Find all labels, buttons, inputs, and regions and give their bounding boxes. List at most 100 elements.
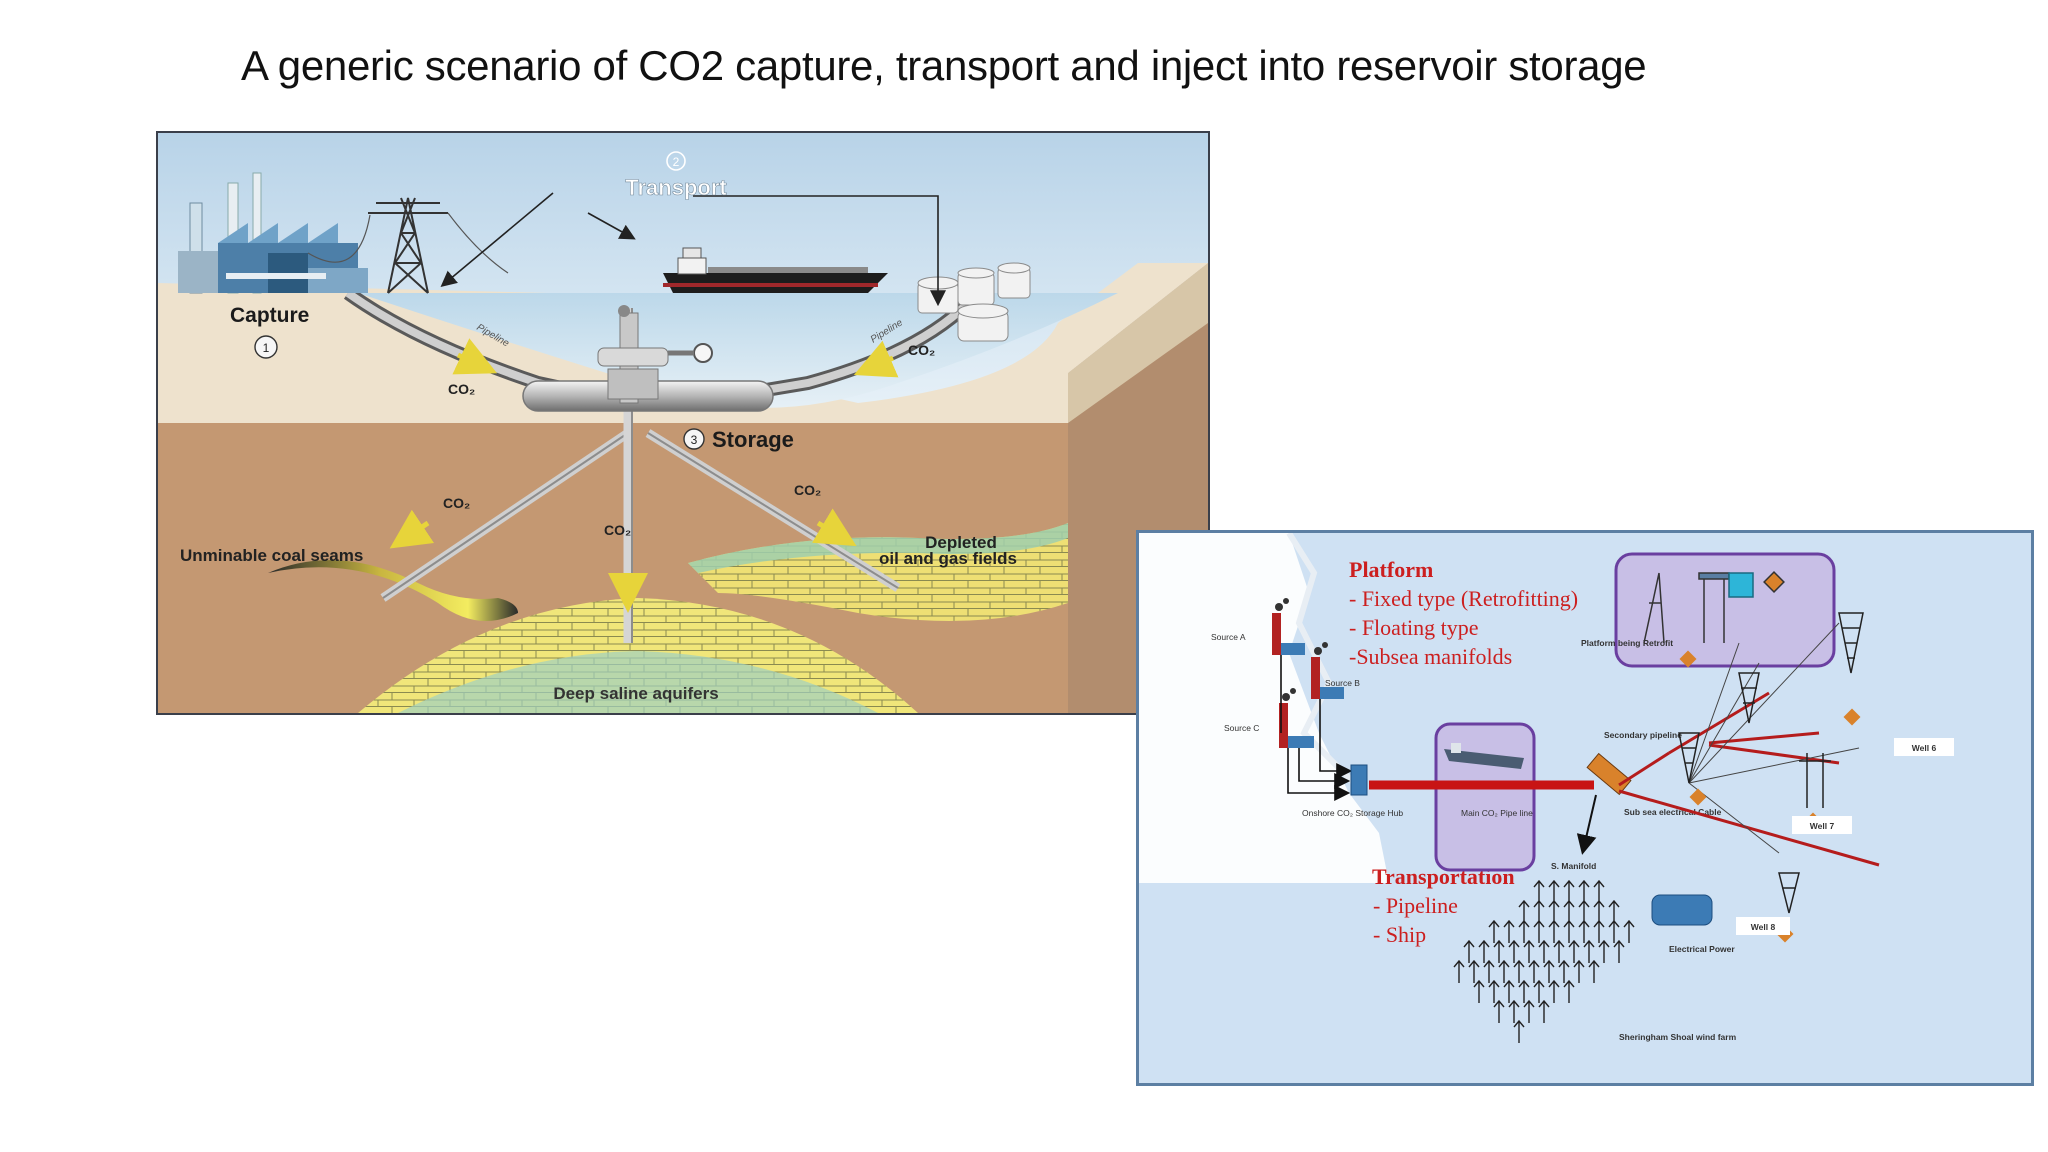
platform-retrofit-label: Platform being Retrofit	[1581, 638, 1673, 648]
co2-oil-gas-label: CO₂	[794, 482, 821, 498]
wind-farm-icon	[1453, 879, 1635, 1043]
platform-retrofit-box	[1614, 552, 1836, 668]
well-8-label: Well 8	[1751, 922, 1776, 932]
wind-turbine	[1548, 919, 1560, 943]
wind-turbine	[1558, 959, 1570, 983]
subsea-cable-label: Sub sea electrical Cable	[1624, 807, 1722, 817]
transportation-item-1: - Pipeline	[1373, 893, 1458, 918]
wind-turbine	[1588, 959, 1600, 983]
platform-item-1: - Fixed type (Retrofitting)	[1349, 586, 1578, 611]
source-b-label: Source B	[1325, 678, 1360, 688]
co2-aquifer-label: CO₂	[604, 522, 631, 538]
wind-farm-label: Sheringham Shoal wind farm	[1619, 1032, 1737, 1042]
capture-step-number: 1	[263, 341, 270, 355]
wind-turbine	[1468, 959, 1480, 983]
wind-turbine	[1528, 959, 1540, 983]
wind-turbine	[1493, 939, 1505, 963]
ccs-cross-section-svg: 2 Transport Capture 1 3 Storage Pipeline…	[158, 133, 1208, 713]
wind-turbine	[1608, 919, 1620, 943]
wind-turbine	[1508, 939, 1520, 963]
wind-turbine	[1518, 899, 1530, 923]
source-c-label: Source C	[1224, 723, 1259, 733]
tanker-ship-icon	[663, 247, 888, 293]
wind-turbine	[1548, 899, 1560, 923]
retrofit-platform-icon	[1643, 571, 1785, 644]
platform-item-2: - Floating type	[1349, 615, 1479, 640]
platform-heading: Platform	[1349, 557, 1433, 582]
wind-turbine	[1513, 1019, 1525, 1043]
wind-turbine	[1463, 939, 1475, 963]
wind-turbine	[1488, 979, 1500, 1003]
slide-title: A generic scenario of CO2 capture, trans…	[241, 42, 1647, 89]
wind-turbine	[1623, 919, 1635, 943]
wind-turbine	[1613, 939, 1625, 963]
wind-turbine	[1578, 899, 1590, 923]
wind-turbine	[1523, 999, 1535, 1023]
wind-turbine	[1483, 959, 1495, 983]
transport-arrow-ship	[587, 212, 636, 240]
transportation-item-2: - Ship	[1373, 922, 1426, 947]
wind-turbine	[1563, 979, 1575, 1003]
wind-turbine	[1533, 879, 1545, 903]
wind-turbine	[1553, 939, 1565, 963]
transport-label: Transport	[625, 175, 727, 200]
wind-turbine	[1578, 879, 1590, 903]
co2-surface-right-label: CO₂	[908, 342, 935, 358]
wind-turbine	[1568, 939, 1580, 963]
wind-turbine	[1498, 959, 1510, 983]
wind-turbine	[1518, 979, 1530, 1003]
wind-turbine	[1563, 919, 1575, 943]
platform-towers-icon	[1678, 612, 1864, 914]
power-plant-icon	[178, 172, 368, 294]
wind-turbine	[1533, 979, 1545, 1003]
ship-icon	[1444, 743, 1524, 769]
transport-arrow-pipeline	[440, 192, 554, 288]
transport-step-number: 2	[673, 155, 680, 169]
transmission-tower-icon	[307, 197, 509, 294]
wind-turbine	[1523, 939, 1535, 963]
depleted-label-line1: Depleted	[925, 533, 997, 552]
wind-turbine	[1503, 919, 1515, 943]
capture-label: Capture	[230, 304, 309, 327]
wind-turbine	[1478, 939, 1490, 963]
wind-turbine	[1548, 979, 1560, 1003]
wind-turbine	[1503, 979, 1515, 1003]
coal-seam	[268, 560, 518, 621]
secondary-pipeline-label: Secondary pipeline	[1604, 730, 1682, 740]
well-7-label: Well 7	[1810, 821, 1835, 831]
source-a-label: Source A	[1211, 632, 1246, 642]
wind-turbine	[1538, 939, 1550, 963]
wind-turbine	[1543, 959, 1555, 983]
coastline-landmass	[1139, 533, 1389, 883]
wind-turbine	[1593, 879, 1605, 903]
wind-turbine	[1533, 899, 1545, 923]
transport-arrow-tanks	[693, 195, 946, 307]
wind-turbine	[1473, 979, 1485, 1003]
coal-seams-label: Unminable coal seams	[180, 546, 363, 565]
co2-surface-left-label: CO₂	[448, 381, 475, 397]
wind-turbine	[1563, 879, 1575, 903]
wind-turbine	[1598, 939, 1610, 963]
wind-turbine	[1548, 879, 1560, 903]
wind-turbine	[1593, 899, 1605, 923]
s-manifold-label: S. Manifold	[1551, 861, 1596, 871]
wind-turbine	[1518, 919, 1530, 943]
offshore-network-svg: Platform - Fixed type (Retrofitting) - F…	[1139, 533, 2031, 1083]
sea-basin	[358, 293, 1118, 408]
wind-turbine	[1538, 999, 1550, 1023]
ccs-cross-section-figure: 2 Transport Capture 1 3 Storage Pipeline…	[156, 131, 1210, 715]
co2-coal-label: CO₂	[443, 495, 470, 511]
ship-transport-box	[1434, 722, 1536, 872]
wind-turbine	[1488, 919, 1500, 943]
source-factory-icons	[1272, 598, 1344, 748]
onshore-hub-icon	[1350, 764, 1368, 796]
wind-turbine	[1608, 899, 1620, 923]
wind-turbine	[1508, 999, 1520, 1023]
well-6-label: Well 6	[1912, 743, 1937, 753]
offshore-network-figure: Platform - Fixed type (Retrofitting) - F…	[1136, 530, 2034, 1086]
wind-turbine	[1593, 919, 1605, 943]
storage-step-number: 3	[691, 433, 698, 447]
wind-turbine	[1573, 959, 1585, 983]
wind-turbine	[1533, 919, 1545, 943]
electrical-power-icon	[1651, 894, 1713, 926]
